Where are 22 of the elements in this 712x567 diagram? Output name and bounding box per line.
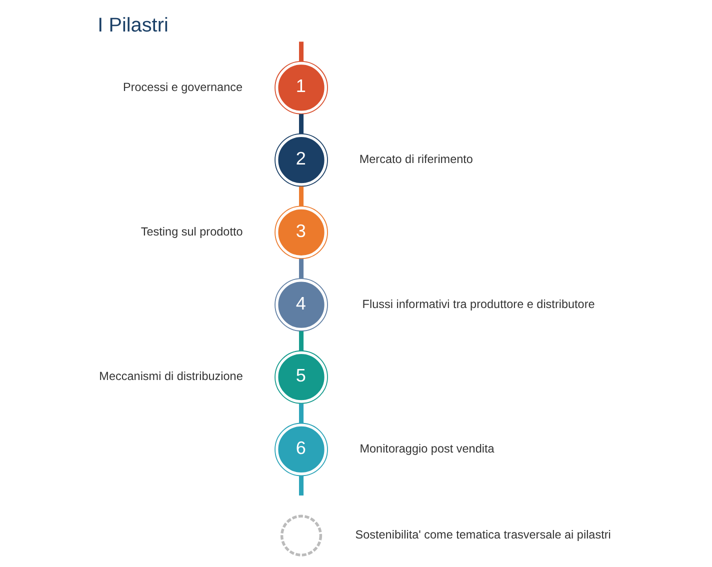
connector [299,42,304,62]
connector [299,476,304,496]
node-circle: 2 [274,133,328,187]
connector [299,114,304,134]
node-circle: 1 [274,60,328,114]
connector [299,404,304,424]
node-label: Meccanismi di distribuzione [99,370,243,384]
node-label: Testing sul prodotto [140,225,243,238]
connector [299,258,304,278]
node-circle: 4 [274,278,328,332]
node-circle: 3 [274,206,328,260]
diagram-title: I Pilastri [98,14,168,36]
node-label: Monitoraggio post vendita [360,442,494,456]
node-circle [280,514,322,556]
node-circle: 5 [274,350,328,404]
connector [299,186,304,206]
node-label: Sostenibilita' come tematica trasversale ai pilastri [355,528,611,542]
node-label: Processi e governance [123,80,243,94]
node-circle: 6 [274,422,328,476]
node-label: Mercato di riferimento [359,153,473,166]
node-label: Flussi informativi tra produttore e distributore [362,298,595,311]
connector [299,331,304,351]
